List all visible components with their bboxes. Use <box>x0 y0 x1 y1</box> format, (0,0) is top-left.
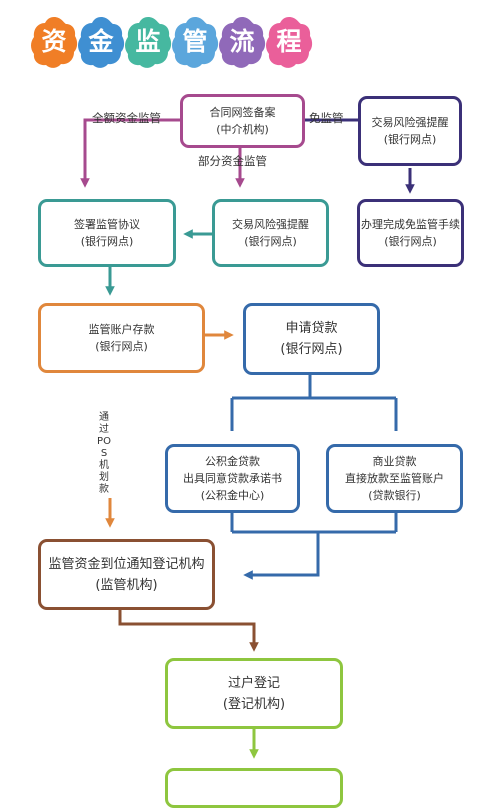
title-cloud-icon <box>219 17 266 68</box>
edge-full-supervision <box>80 118 180 188</box>
flow-title: 资金监管流程 <box>30 14 330 74</box>
node-contract-filing-title: 合同网签备案 <box>209 106 276 119</box>
flow-connectors <box>80 118 415 759</box>
edge-notify-to-transfer <box>118 610 259 652</box>
node-sign-agreement-agency: (银行网点) <box>80 235 134 248</box>
title-cloud-icon <box>172 17 219 68</box>
node-notify-registry-title: 监管资金到位通知登记机构 <box>48 556 205 572</box>
node-provident-loan: 公积金贷款 出具同意贷款承诺书 (公积金中心) <box>165 444 300 513</box>
title-char-3: 监 <box>124 14 172 70</box>
node-contract-filing: 合同网签备案 (中介机构) <box>180 94 305 148</box>
node-exempt-process-agency: (银行网点) <box>384 235 437 248</box>
title-char-text: 监 <box>135 27 161 56</box>
edge-apply-branch <box>230 375 398 431</box>
node-apply-loan-agency: (银行网点) <box>280 342 343 357</box>
node-provident-loan-detail: 出具同意贷款承诺书 <box>183 472 282 485</box>
node-transfer-registration-agency: (登记机构) <box>222 696 286 712</box>
title-char-text: 金 <box>88 27 114 56</box>
node-commercial-loan: 商业贷款 直接放款至监管账户 (贷款银行) <box>326 444 463 513</box>
node-exempt-process: 办理完成免监管手续 (银行网点) <box>357 199 464 267</box>
edge-loans-merge <box>230 513 398 575</box>
node-commercial-loan-agency: (贷款银行) <box>368 489 421 502</box>
node-risk-notice-title: 交易风险强提醒 <box>232 218 309 231</box>
title-cloud-icon <box>78 17 125 68</box>
node-exempt-risk-notice-agency: (银行网点) <box>383 133 437 146</box>
title-char-5: 流 <box>218 14 266 70</box>
title-cloud-icon <box>266 17 313 68</box>
label-pos-transfer: 通过POS机划款 <box>97 412 111 495</box>
node-notify-registry: 监管资金到位通知登记机构 (监管机构) <box>38 539 215 610</box>
node-deposit: 监管账户存款 (银行网点) <box>38 303 205 373</box>
title-char-1: 资 <box>30 14 78 70</box>
node-provident-loan-title: 公积金贷款 <box>205 455 260 468</box>
node-sign-agreement-title: 签署监管协议 <box>74 218 140 231</box>
title-cloud-icon <box>31 17 78 68</box>
node-contract-filing-agency: (中介机构) <box>216 123 269 136</box>
node-notify-registry-agency: (监管机构) <box>95 577 158 593</box>
node-commercial-loan-detail: 直接放款至监管账户 <box>345 472 444 485</box>
node-commercial-loan-title: 商业贷款 <box>372 455 417 468</box>
node-exempt-process-title: 办理完成免监管手续 <box>361 218 460 231</box>
node-provident-loan-agency: (公积金中心) <box>200 489 265 502</box>
node-risk-notice: 交易风险强提醒 (银行网点) <box>212 199 329 267</box>
title-char-text: 流 <box>229 27 255 56</box>
title-char-text: 资 <box>41 27 67 56</box>
title-char-4: 管 <box>171 14 219 70</box>
node-exempt-risk-notice: 交易风险强提醒 (银行网点) <box>358 96 462 166</box>
title-cloud-icon <box>125 17 172 68</box>
node-apply-loan-title: 申请贷款 <box>285 321 338 336</box>
node-apply-loan: 申请贷款 (银行网点) <box>243 303 380 375</box>
label-partial-supervision: 部分资金监管 <box>198 154 267 168</box>
node-deposit-title: 监管账户存款 <box>88 323 155 336</box>
label-full-supervision: 全额资金监管 <box>92 111 161 125</box>
node-sign-agreement: 签署监管协议 (银行网点) <box>38 199 176 267</box>
label-no-supervision: 免监管 <box>309 111 344 125</box>
node-deposit-agency: (银行网点) <box>95 340 148 353</box>
node-transfer-registration: 过户登记 (登记机构) <box>165 658 343 729</box>
title-char-6: 程 <box>265 14 313 70</box>
node-transfer-registration-title: 过户登记 <box>227 675 280 691</box>
title-char-text: 程 <box>276 27 302 56</box>
node-risk-notice-agency: (银行网点) <box>244 235 297 248</box>
node-next-step-partial <box>165 768 343 808</box>
title-char-2: 金 <box>77 14 125 70</box>
title-char-text: 管 <box>182 27 208 56</box>
node-exempt-risk-notice-title: 交易风险强提醒 <box>371 116 449 129</box>
